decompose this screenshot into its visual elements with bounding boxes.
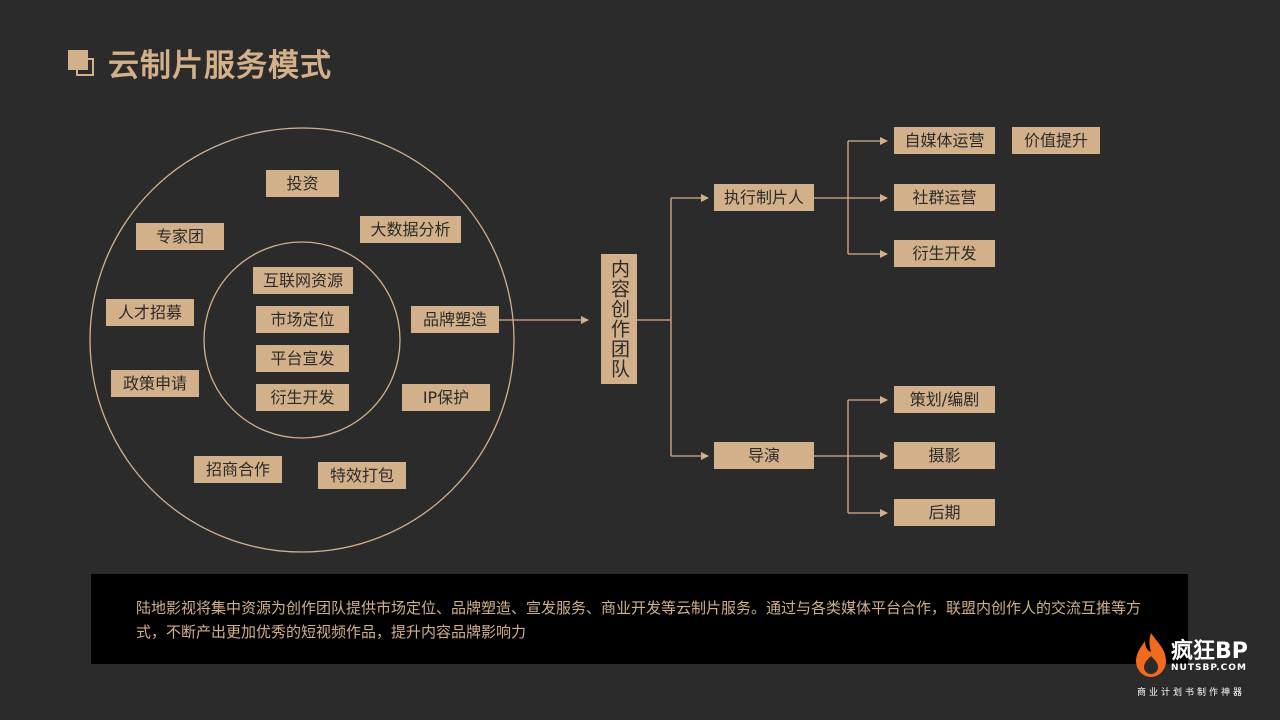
content-team-label: 内容创作团队 (608, 259, 630, 379)
brand-slogan: 商业计划书制作神器 (1137, 688, 1246, 698)
tag-expert-team: 专家团 (136, 223, 224, 250)
brand-logo: 疯狂BP NUTSBP.COM 商业计划书制作神器 (1133, 630, 1263, 700)
tag-investment-attraction: 招商合作 (194, 456, 282, 483)
node-director: 导演 (714, 442, 814, 469)
content-team-node: 内容创作团队 (601, 254, 637, 384)
node-planning-script: 策划/编剧 (894, 386, 995, 413)
description-text: 陆地影视将集中资源为创作团队提供市场定位、品牌塑造、宣发服务、商业开发等云制片服… (136, 599, 1142, 641)
inner-circle (203, 241, 401, 439)
node-photography: 摄影 (894, 442, 995, 469)
flame-icon (1136, 633, 1166, 677)
tag-derivative-dev: 衍生开发 (256, 384, 349, 411)
tag-platform-promotion: 平台宣发 (256, 345, 349, 372)
tag-policy: 政策申请 (111, 370, 199, 397)
tag-vfx-package: 特效打包 (318, 462, 406, 489)
tag-market-positioning: 市场定位 (256, 306, 349, 333)
brand-name: 疯狂BP (1171, 639, 1248, 664)
brand-url: NUTSBP.COM (1171, 663, 1247, 673)
tag-ip-protection: IP保护 (402, 384, 490, 411)
tag-investment: 投资 (266, 170, 339, 197)
node-executive-producer: 执行制片人 (714, 184, 814, 211)
node-value-boost: 价值提升 (1012, 127, 1100, 154)
node-media-ops: 自媒体运营 (894, 127, 995, 154)
tag-brand-building: 品牌塑造 (411, 306, 499, 333)
node-community-ops: 社群运营 (894, 184, 995, 211)
outer-circle (89, 127, 515, 553)
page-title: 云制片服务模式 (108, 48, 332, 84)
description-panel: 陆地影视将集中资源为创作团队提供市场定位、品牌塑造、宣发服务、商业开发等云制片服… (91, 574, 1188, 664)
title-decoration-icon (68, 50, 98, 78)
tag-talent: 人才招募 (106, 299, 194, 326)
tag-big-data: 大数据分析 (360, 216, 461, 243)
node-post-production: 后期 (894, 499, 995, 526)
tag-internet-resources: 互联网资源 (253, 267, 353, 294)
node-derivative: 衍生开发 (894, 240, 995, 267)
